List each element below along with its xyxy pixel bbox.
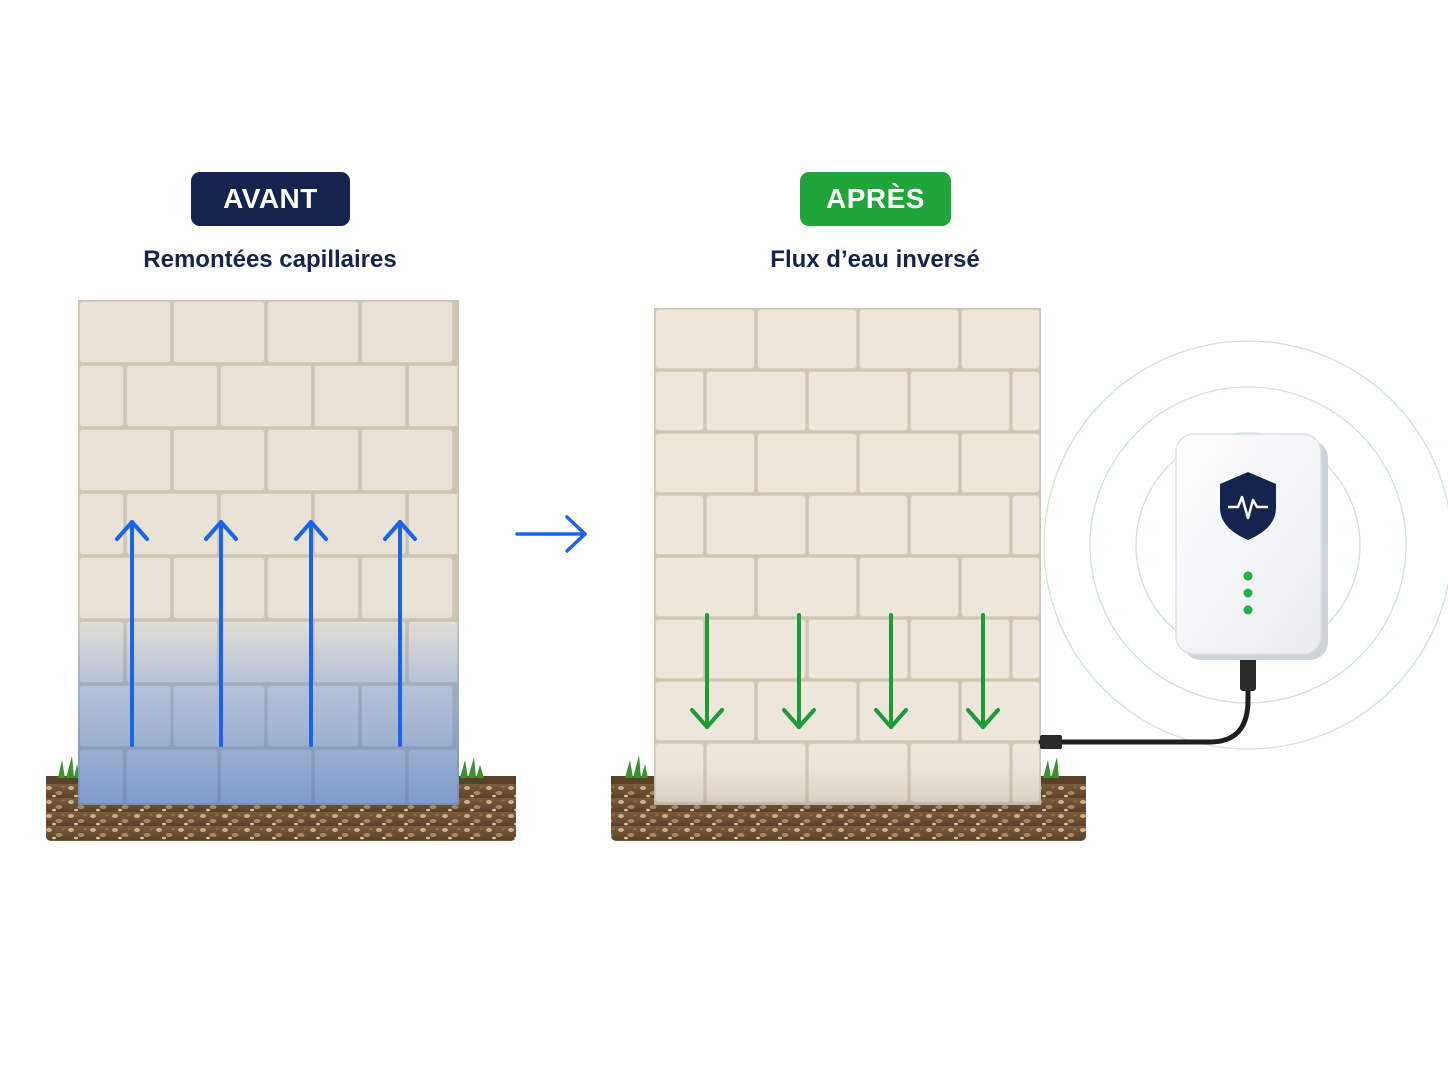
brick bbox=[655, 433, 755, 493]
dehumidifier-device bbox=[1175, 433, 1328, 660]
after-subtitle: Flux d’eau inversé bbox=[770, 246, 980, 273]
brick bbox=[961, 557, 1040, 617]
brick bbox=[859, 309, 959, 369]
brick bbox=[910, 619, 1010, 679]
brick bbox=[961, 309, 1040, 369]
brick bbox=[173, 301, 265, 363]
brick bbox=[859, 433, 959, 493]
brick bbox=[314, 365, 406, 427]
brick bbox=[408, 365, 458, 427]
up-arrow-icon bbox=[383, 520, 417, 747]
brick bbox=[361, 301, 453, 363]
brick bbox=[79, 493, 124, 555]
brick bbox=[267, 429, 359, 491]
status-led-icon bbox=[1243, 571, 1253, 615]
up-arrow-icon bbox=[294, 520, 328, 747]
brick bbox=[79, 557, 171, 619]
brick bbox=[757, 433, 857, 493]
brick bbox=[361, 429, 453, 491]
brick bbox=[757, 309, 857, 369]
moisture-arrows bbox=[115, 520, 417, 747]
brick bbox=[757, 557, 857, 617]
brick bbox=[961, 433, 1040, 493]
brick bbox=[1012, 495, 1040, 555]
brick bbox=[126, 493, 218, 555]
brick bbox=[706, 619, 806, 679]
brick bbox=[808, 495, 908, 555]
brick bbox=[808, 371, 908, 431]
brick bbox=[757, 681, 857, 741]
down-arrow-icon bbox=[874, 613, 908, 729]
brick bbox=[655, 371, 704, 431]
brick bbox=[859, 557, 959, 617]
up-arrow-icon bbox=[204, 520, 238, 747]
brick bbox=[126, 365, 218, 427]
brick bbox=[706, 495, 806, 555]
down-arrow-icon bbox=[966, 613, 1000, 729]
brick bbox=[655, 619, 704, 679]
brick bbox=[655, 495, 704, 555]
brick bbox=[408, 493, 458, 555]
brick bbox=[1012, 619, 1040, 679]
brick bbox=[220, 493, 312, 555]
after-badge: APRÈS bbox=[800, 172, 951, 226]
reverse-flow-arrows bbox=[690, 613, 1000, 729]
brick bbox=[173, 429, 265, 491]
brick bbox=[655, 557, 755, 617]
grass-right bbox=[625, 755, 1059, 778]
brick bbox=[79, 365, 124, 427]
moisture-zone bbox=[78, 610, 459, 805]
brick bbox=[361, 557, 453, 619]
power-cable bbox=[1038, 657, 1251, 745]
brick bbox=[910, 371, 1010, 431]
brick bbox=[808, 619, 908, 679]
grass-left bbox=[58, 756, 484, 778]
brick bbox=[1012, 371, 1040, 431]
brick bbox=[220, 365, 312, 427]
brick bbox=[706, 371, 806, 431]
wall-after bbox=[654, 308, 1041, 805]
brick bbox=[79, 301, 171, 363]
before-subtitle: Remontées capillaires bbox=[143, 246, 397, 273]
shield-pulse-icon bbox=[1220, 472, 1276, 540]
before-badge: AVANT bbox=[191, 172, 350, 226]
down-arrow-icon bbox=[782, 613, 816, 729]
brick bbox=[267, 301, 359, 363]
arrow-right-icon bbox=[515, 515, 587, 553]
brick bbox=[655, 309, 755, 369]
up-arrow-icon bbox=[115, 520, 149, 747]
wall-before bbox=[78, 300, 459, 805]
brick bbox=[961, 681, 1040, 741]
brick bbox=[79, 429, 171, 491]
brick bbox=[314, 493, 406, 555]
brick bbox=[910, 495, 1010, 555]
down-arrow-icon bbox=[690, 613, 724, 729]
